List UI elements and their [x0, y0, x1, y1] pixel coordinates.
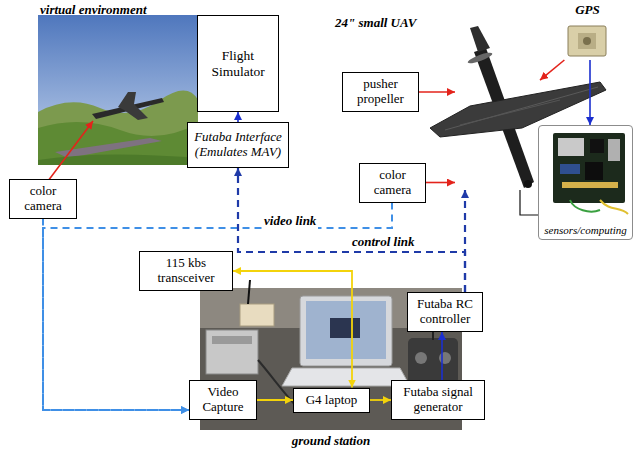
gps-node: GPS: [560, 22, 615, 60]
ground-station-photo: [300, 296, 392, 366]
gps-module: [568, 26, 606, 56]
connector: [464, 190, 466, 292]
camera-box: color camera: [359, 163, 426, 203]
connector: [43, 203, 392, 411]
interface-box: Futaba Interface (Emulates MAV): [187, 122, 289, 168]
gps-module: [583, 37, 591, 45]
link-label: video link: [262, 214, 318, 229]
device-box: Futaba signal generator: [391, 380, 485, 420]
node-label: color camera: [364, 168, 421, 197]
connector: [441, 332, 443, 380]
ground-station-photo: [330, 318, 360, 338]
sensor-node: sensors/computing: [538, 125, 633, 240]
device-box: G4 laptop: [293, 388, 370, 413]
sensor-board: [553, 133, 628, 214]
node-heading: 24" small UAV: [335, 16, 416, 31]
ground-station-photo: [206, 330, 258, 374]
simulator-terrain: [38, 90, 198, 165]
device-box: Futaba RC controller: [407, 292, 483, 332]
sensor-board: [560, 164, 580, 174]
uav-node: 24" small UAV: [455, 40, 540, 190]
node-label: G4 laptop: [306, 393, 358, 408]
caption-holder: ground station: [200, 431, 462, 449]
device-box: 115 kbs transceiver: [139, 251, 233, 291]
device-box: Video Capture: [189, 380, 257, 420]
sensor-board: [585, 162, 603, 180]
connector: [589, 60, 591, 125]
uav-picture: [445, 87, 598, 130]
leader-line: [48, 121, 93, 181]
sensor-board: [562, 182, 618, 188]
uav-picture: [460, 100, 560, 125]
connector: [233, 271, 352, 388]
simulated-plane: [118, 92, 148, 120]
simulator-terrain: [38, 122, 198, 165]
node-heading: GPS: [575, 3, 600, 18]
node-label: Futaba Interface (Emulates MAV): [192, 130, 284, 159]
sensor-board: [558, 138, 584, 156]
sensor-board: [553, 133, 625, 203]
connector: [419, 91, 455, 93]
process-box: Flight Simulator: [197, 15, 279, 112]
uav-picture: [470, 26, 490, 52]
node-label: Video Capture: [194, 385, 252, 414]
section-label: virtual environment: [38, 3, 149, 18]
connector: [257, 399, 293, 401]
simulated-plane: [92, 92, 164, 120]
uav-picture: [524, 180, 532, 188]
connector: [370, 399, 391, 401]
sensor-board: [590, 139, 604, 153]
ground-station-photo: [248, 280, 250, 304]
node-label: Futaba RC controller: [412, 297, 478, 326]
part-box: pusher propeller: [342, 72, 419, 112]
section-label: ground station: [290, 434, 372, 449]
node-label: Flight Simulator: [202, 48, 274, 78]
connector: [426, 182, 455, 184]
ground-station-photo: [212, 336, 252, 344]
node-label: sensors/computing: [544, 224, 627, 236]
sensor-board: [608, 139, 620, 161]
uav-picture: [430, 82, 606, 137]
camera-box: color camera: [9, 179, 77, 219]
ground-station-photo: [439, 352, 451, 364]
gps-module: [578, 33, 596, 49]
link-label-holder: control link: [350, 232, 417, 250]
connector: [540, 60, 564, 80]
link-label: control link: [350, 235, 417, 250]
ground-station-photo: [240, 304, 274, 326]
simulator-terrain: [38, 90, 198, 165]
simulator-screenshot: [38, 15, 200, 165]
ground-station-photo: [408, 338, 458, 384]
uav-picture: [467, 51, 493, 66]
link-label-holder: video link: [262, 211, 318, 229]
ground-station-photo: [306, 301, 386, 359]
connector: [237, 112, 239, 122]
node-label: pusher propeller: [347, 77, 414, 106]
sensor-board: [570, 200, 600, 212]
caption-holder: virtual environment: [38, 0, 149, 18]
node-label: Futaba signal generator: [396, 385, 480, 414]
node-label: color camera: [14, 184, 72, 213]
node-label: 115 kbs transceiver: [144, 256, 228, 285]
gps-module: [568, 26, 606, 56]
ground-station-photo: [415, 352, 427, 364]
connector: [520, 190, 538, 215]
sensor-board: [600, 200, 628, 214]
connector: [43, 219, 189, 411]
